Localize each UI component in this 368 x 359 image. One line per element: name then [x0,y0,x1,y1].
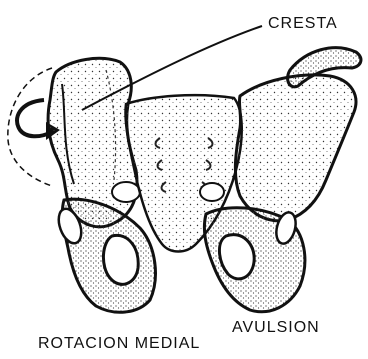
left-caption: ROTACION MEDIAL [38,335,200,352]
rotation-zone-outline [8,68,52,186]
right-iliac-wing [235,75,356,221]
right-caption: AVULSION [232,319,320,336]
crest-label: CRESTA [268,15,338,32]
left-obturator-foramen [103,235,138,284]
